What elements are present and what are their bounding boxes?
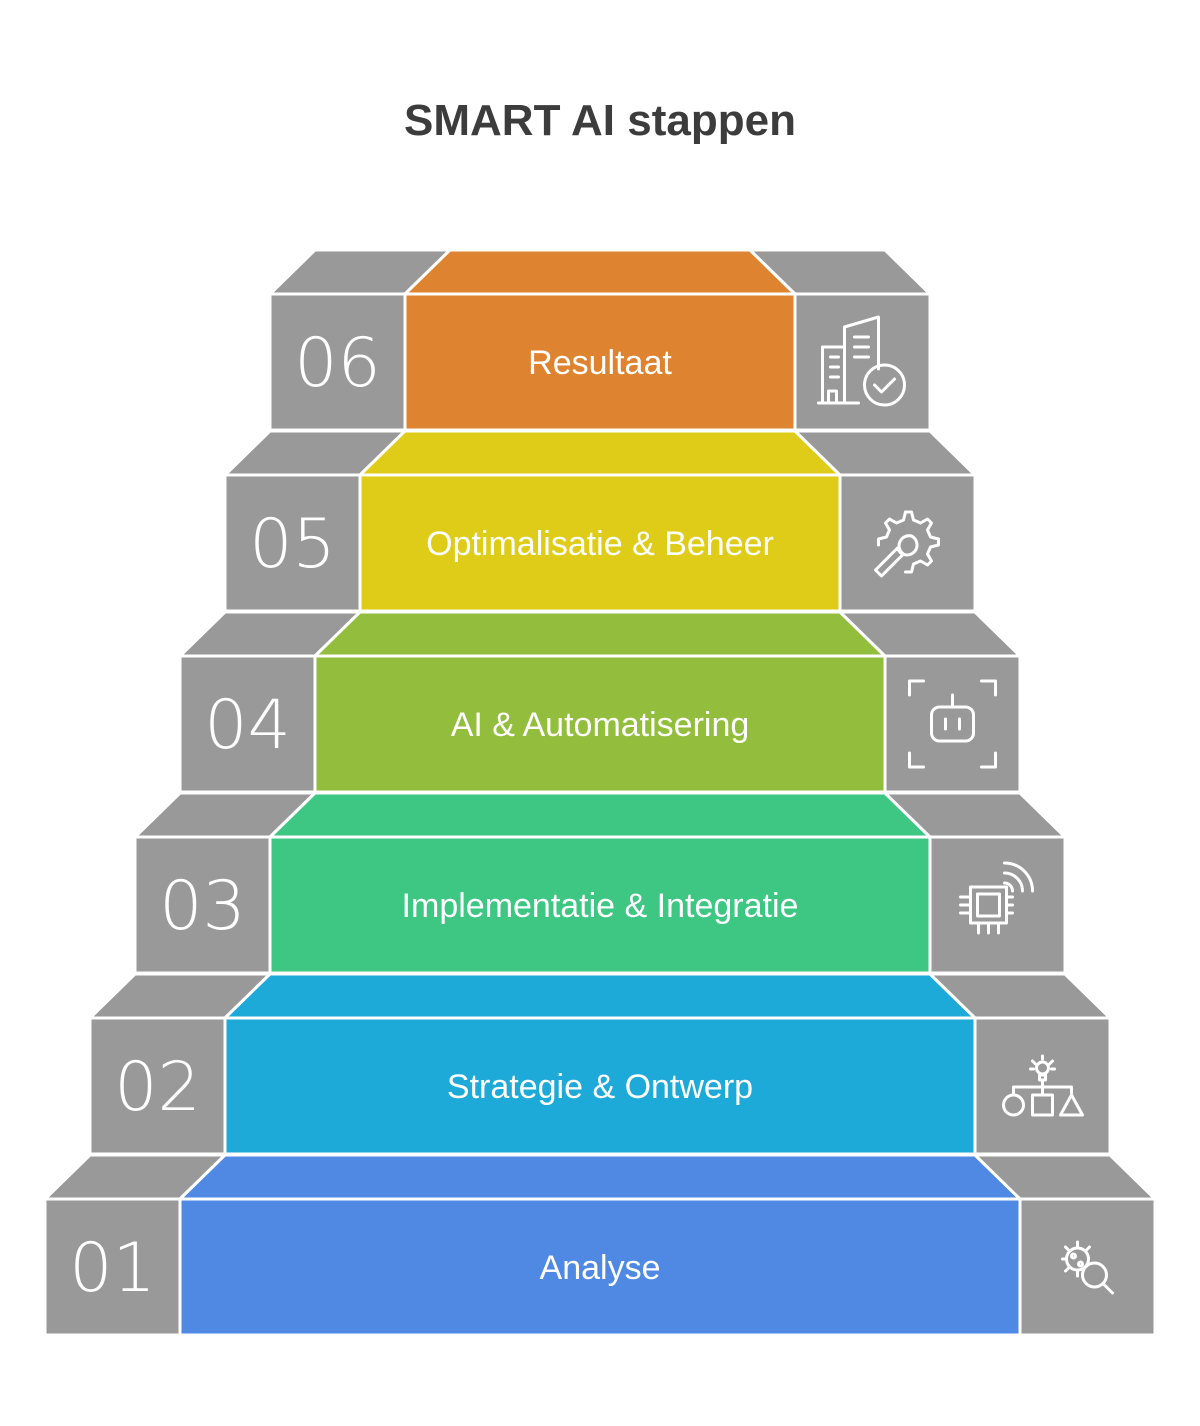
step-03: 03 Implementatie & Integratie — [131, 791, 1069, 975]
step-number-panel — [223, 473, 362, 613]
step-number: 06 — [294, 324, 381, 403]
step-02: 02 Strategie & Ontwerp — [86, 972, 1114, 1156]
step-number-panel — [43, 1197, 182, 1337]
step-number-panel — [268, 292, 407, 432]
step-number: 05 — [249, 505, 336, 584]
page-title: SMART AI stappen — [404, 96, 796, 145]
tread-center — [311, 610, 889, 658]
step-label: Strategie & Ontwerp — [447, 1068, 753, 1106]
step-06: 06 Resultaat — [266, 248, 934, 432]
step-01: 01 Analyse — [41, 1153, 1159, 1337]
tread-center — [176, 1153, 1024, 1201]
step-number: 02 — [114, 1048, 201, 1127]
step-label: Resultaat — [528, 344, 672, 382]
tread-center — [401, 248, 799, 296]
step-number: 01 — [69, 1229, 156, 1308]
step-label: Optimalisatie & Beheer — [426, 525, 774, 563]
step-number-panel — [178, 654, 317, 794]
step-label-panel — [403, 292, 797, 432]
step-label-panel — [223, 1016, 977, 1156]
step-number-panel — [88, 1016, 227, 1156]
step-number: 03 — [159, 867, 246, 946]
tread-center — [266, 791, 934, 839]
step-number-panel — [133, 835, 272, 975]
step-label-panel — [268, 835, 932, 975]
building-check-icon — [817, 315, 906, 407]
step-label: Implementatie & Integratie — [402, 887, 799, 925]
step-04: 04 AI & Automatisering — [176, 610, 1024, 794]
bug-search-icon — [1061, 1240, 1114, 1295]
idea-shapes-icon — [1002, 1054, 1084, 1117]
step-icon-panel — [928, 835, 1067, 975]
step-number: 04 — [204, 686, 291, 765]
step-label: Analyse — [540, 1249, 661, 1287]
step-05: 05 Optimalisatie & Beheer — [221, 429, 979, 613]
step-label-panel — [313, 654, 887, 794]
tread-center — [221, 972, 979, 1020]
chip-wireless-icon — [959, 861, 1034, 935]
step-icon-panel — [883, 654, 1022, 794]
tread-center — [356, 429, 844, 477]
step-label: AI & Automatisering — [451, 706, 750, 744]
step-label-panel — [178, 1197, 1022, 1337]
step-icon-panel — [793, 292, 932, 432]
robot-scan-icon — [908, 679, 997, 769]
step-icon-panel — [838, 473, 977, 613]
gear-wrench-icon — [874, 510, 940, 578]
